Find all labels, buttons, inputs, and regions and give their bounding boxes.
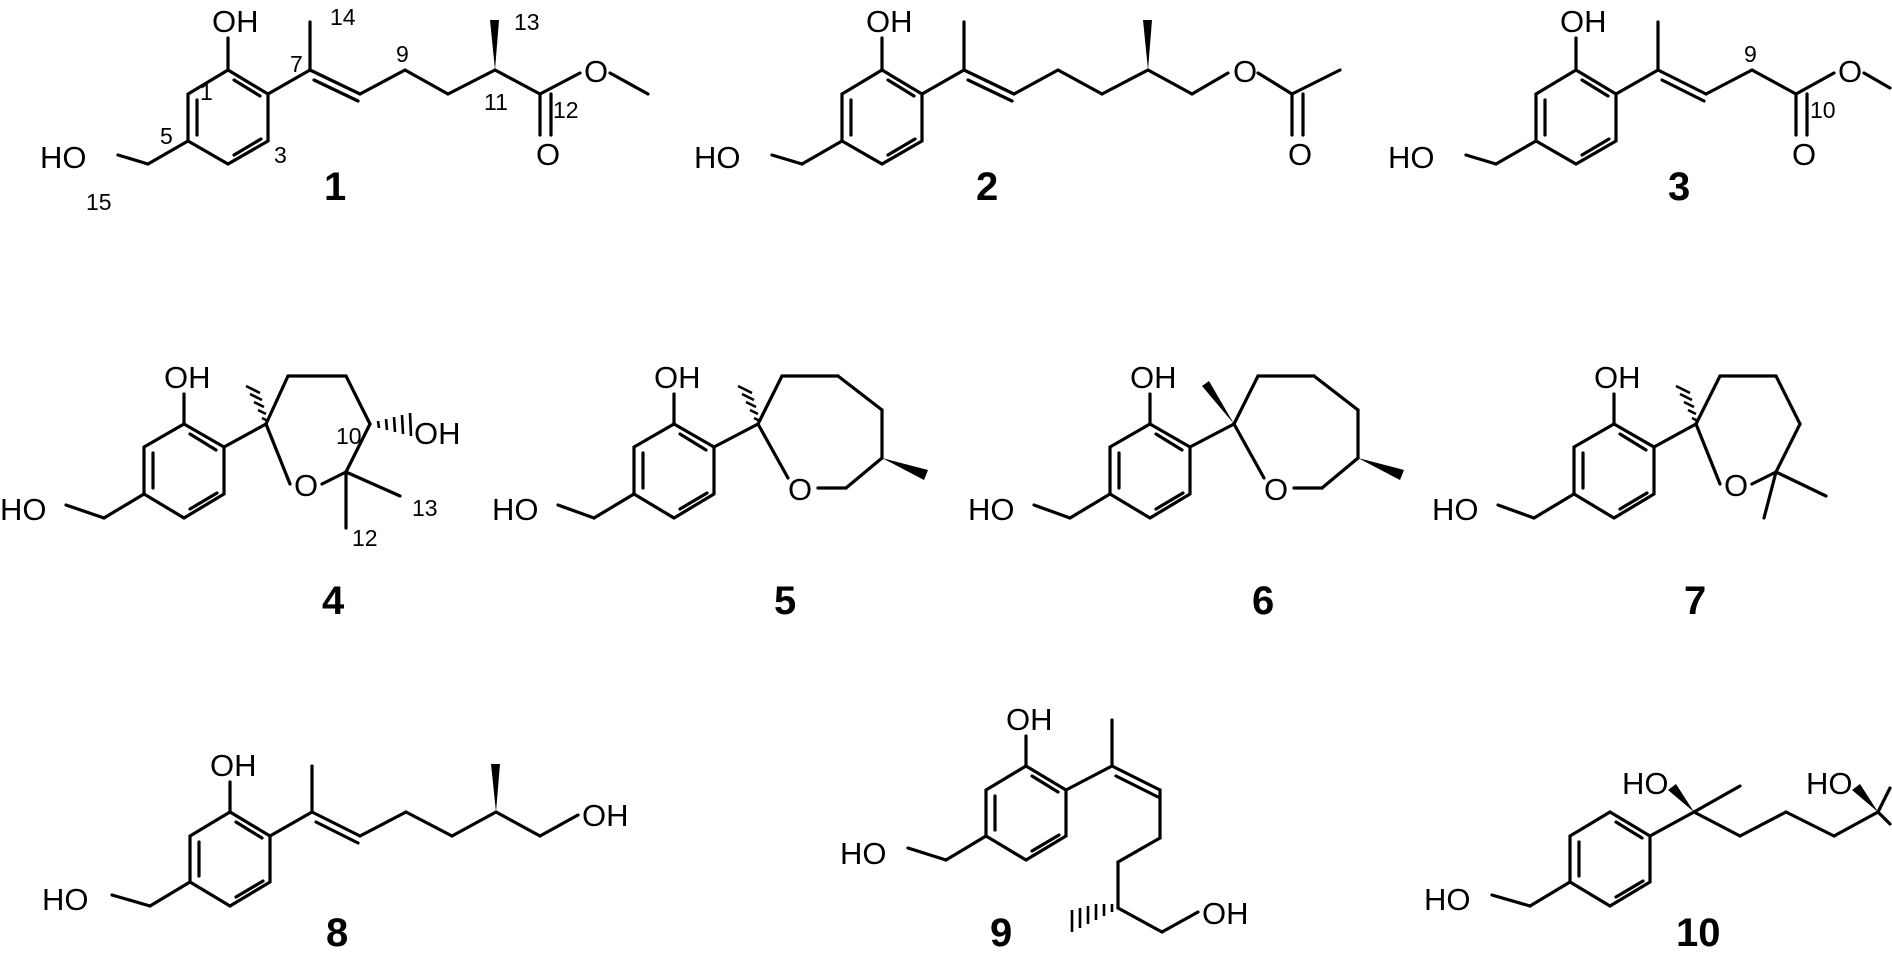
cmpd3-atom-ho: HO (1388, 140, 1435, 175)
cmpd1-locant-9: 9 (396, 41, 409, 67)
cmpd8-atom-ho: HO (42, 882, 89, 917)
cmpd1-atom-o-carbonyl: O (536, 137, 560, 172)
cmpd7-atom-oh: OH (1594, 360, 1641, 395)
cmpd4-locant-13: 13 (412, 495, 438, 521)
cmpd2-atom-o-carbonyl: O (1288, 137, 1312, 172)
compound-number-2: 2 (976, 165, 998, 209)
compound-number-10: 10 (1676, 911, 1721, 955)
cmpd3-locant-10: 10 (1810, 97, 1836, 123)
cmpd1-locant-14: 14 (330, 4, 356, 30)
cmpd1-locant-7: 7 (290, 51, 303, 77)
cmpd2-atom-oh: OH (866, 4, 913, 39)
cmpd4-atom-oh: OH (164, 360, 211, 395)
cmpd3-atom-o-carbonyl: O (1792, 137, 1816, 172)
cmpd9-atom-oh-terminal: OH (1202, 896, 1249, 931)
cmpd3-locant-9: 9 (1744, 41, 1757, 67)
compound-4: OH HO O OH 10 12 13 4 (0, 360, 461, 623)
cmpd1-locant-3: 3 (274, 142, 287, 168)
cmpd5-atom-ho: HO (492, 492, 539, 527)
cmpd9-atom-ho: HO (840, 836, 887, 871)
cmpd1-locant-5: 5 (160, 123, 173, 149)
cmpd1-atom-oh: OH (212, 4, 259, 39)
cmpd2-atom-o-ester: O (1233, 54, 1257, 89)
cmpd9-atom-oh: OH (1006, 702, 1053, 737)
cmpd3-atom-o-ester: O (1838, 54, 1862, 89)
cmpd1-locant-12: 12 (553, 97, 579, 123)
compound-number-3: 3 (1668, 165, 1690, 209)
compound-1: OH HO O O 1 3 5 7 9 11 12 13 14 15 1 (40, 4, 650, 215)
cmpd10-atom-ho-benzylic: HO (1622, 766, 1669, 801)
compound-9: OH HO OH 9 (840, 702, 1249, 955)
compound-7: OH HO O 7 (1432, 360, 1828, 623)
compound-number-9: 9 (990, 911, 1012, 955)
cmpd1-atom-ho: HO (40, 140, 87, 175)
cmpd7-atom-o-ring: O (1724, 468, 1748, 503)
compound-3: OH HO O O 9 10 3 (1388, 4, 1892, 209)
compound-2: OH HO O O 2 (694, 4, 1342, 209)
cmpd6-atom-ho: HO (968, 492, 1015, 527)
compound-number-7: 7 (1684, 579, 1706, 623)
cmpd1-locant-15: 15 (86, 189, 112, 215)
compound-number-4: 4 (322, 579, 345, 623)
compound-number-8: 8 (326, 911, 348, 955)
compound-10: HO HO HO 10 (1424, 766, 1892, 955)
cmpd5-atom-oh: OH (654, 360, 701, 395)
cmpd6-atom-o-ring: O (1264, 472, 1288, 507)
cmpd8-atom-oh: OH (210, 748, 257, 783)
cmpd2-atom-ho: HO (694, 140, 741, 175)
cmpd3-atom-oh: OH (1560, 4, 1607, 39)
compound-5: OH HO O 5 (492, 360, 928, 623)
cmpd10-atom-ho: HO (1424, 882, 1471, 917)
cmpd5-atom-o-ring: O (788, 472, 812, 507)
cmpd4-atom-o-ring: O (294, 468, 318, 503)
cmpd1-atom-o-ester: O (584, 54, 608, 89)
compound-6: OH HO O 6 (968, 360, 1404, 623)
cmpd1-locant-13: 13 (514, 9, 540, 35)
compound-number-1: 1 (324, 165, 346, 209)
cmpd1-locant-1: 1 (200, 79, 213, 105)
compound-8: OH HO OH 8 (42, 748, 629, 955)
cmpd7-atom-ho: HO (1432, 492, 1479, 527)
cmpd6-atom-oh: OH (1130, 360, 1177, 395)
cmpd4-atom-ho: HO (0, 492, 47, 527)
cmpd4-locant-12: 12 (352, 525, 378, 551)
cmpd4-atom-oh-10: OH (414, 416, 461, 451)
cmpd4-locant-10: 10 (336, 423, 362, 449)
compound-number-5: 5 (774, 579, 796, 623)
compound-number-6: 6 (1252, 579, 1274, 623)
cmpd8-atom-oh-terminal: OH (582, 798, 629, 833)
cmpd10-atom-ho-terminal: HO (1806, 766, 1853, 801)
cmpd1-locant-11: 11 (484, 89, 508, 115)
